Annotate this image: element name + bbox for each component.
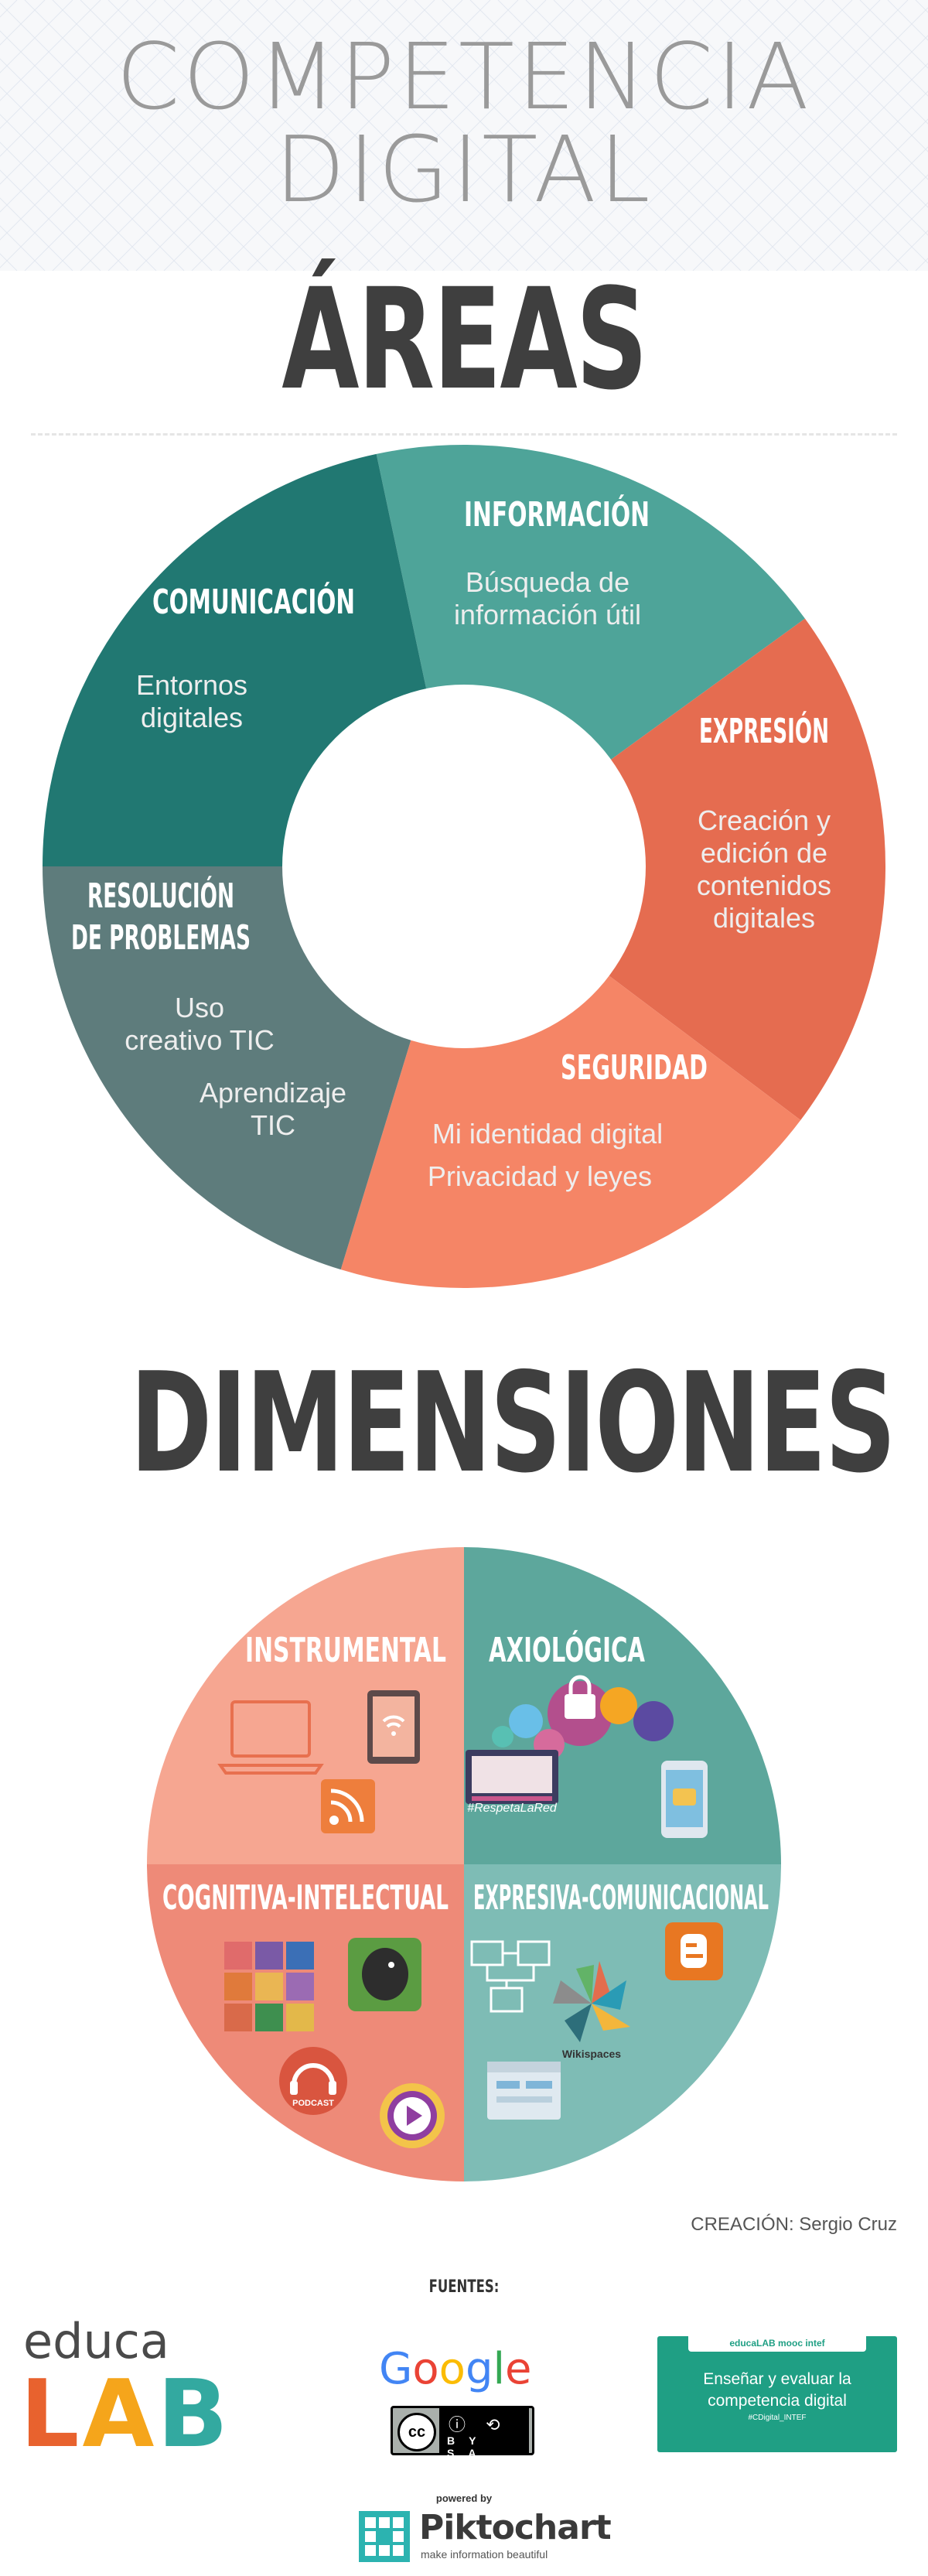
educalab-logo-lab: LAB <box>20 2361 231 2468</box>
sources-label: FUENTES: <box>428 2277 500 2297</box>
by-sa-label: BY SA <box>447 2434 490 2459</box>
area-body-comunicacion-1: Entornos <box>136 669 247 701</box>
area-body-expresion-4: digitales <box>713 902 815 934</box>
page-title-line1: COMPETENCIA <box>116 23 812 130</box>
area-body-comunicacion-2: digitales <box>141 702 243 733</box>
office-apps-icon <box>224 1942 314 2031</box>
google-logo[interactable]: Google <box>379 2344 532 2394</box>
tablet-wifi-icon <box>367 1690 420 1764</box>
thumb-line2: competencia digital <box>708 2392 847 2410</box>
google-letter: e <box>505 2344 532 2394</box>
page-title-line2: DIGITAL <box>275 116 653 223</box>
powered-by-label: powered by <box>435 2492 493 2504</box>
lab-letter-a: A <box>82 2361 158 2468</box>
area-title-comunicacion: COMUNICACIÓN <box>152 581 355 622</box>
area-body-informacion-1: Búsqueda de <box>466 566 629 598</box>
rss-icon <box>321 1779 375 1833</box>
piktochart-name: Piktochart <box>419 2508 612 2547</box>
laptop-icon <box>217 1700 324 1775</box>
thumb-line1: Enseñar y evaluar la <box>703 2370 851 2388</box>
video-player-icon <box>380 2083 445 2148</box>
piktochart-icon <box>359 2511 410 2562</box>
divider <box>31 433 897 436</box>
area-body-expresion-3: contenidos <box>697 869 831 901</box>
thumb-header: educaLAB mooc intef <box>729 2338 825 2349</box>
area-body-resolucion-1: Uso <box>175 992 224 1023</box>
area-body-expresion-2: edición de <box>701 837 827 869</box>
evernote-icon <box>348 1938 421 2011</box>
network-computers-icon <box>470 1940 551 2013</box>
area-body-expresion-1: Creación y <box>698 805 831 836</box>
header-pattern <box>0 0 928 271</box>
web-browser-icon <box>487 2062 561 2120</box>
mooc-thumbnail[interactable]: educaLAB mooc intef Enseñar y evaluar la… <box>657 2336 897 2452</box>
cc-by-sa-badge[interactable]: cc ⓘ ⟲ BY SA <box>391 2406 534 2459</box>
dimensiones-circle: INSTRUMENTAL AXIOLÓGICA COGNITIVA-INTELE… <box>147 1547 781 2181</box>
smartphone-icon <box>661 1761 708 1838</box>
wikispaces-icon <box>553 1961 630 2042</box>
lab-letter-l: L <box>20 2361 83 2468</box>
educalab-logo-educa: educa <box>23 2313 169 2369</box>
respeta-la-red-label: #RespetaLaRed <box>467 1802 558 1815</box>
area-body-resolucion-2: creativo TIC <box>125 1024 274 1056</box>
area-body-informacion-2: información útil <box>454 599 641 630</box>
quadrant-instrumental <box>147 1547 464 1864</box>
piktochart-logo[interactable]: Piktochart make information beautiful <box>357 2506 612 2568</box>
social-network-icon <box>466 1675 674 1804</box>
areas-donut: INFORMACIÓN Búsqueda de información útil… <box>43 445 885 1288</box>
dimension-title-axiologica: AXIOLÓGICA <box>489 1629 645 1670</box>
piktochart-tagline: make information beautiful <box>421 2548 548 2561</box>
podcast-label: PODCAST <box>292 2099 334 2108</box>
dimension-title-cognitiva: COGNITIVA-INTELECTUAL <box>162 1878 449 1918</box>
area-title-informacion: INFORMACIÓN <box>464 494 650 535</box>
by-sa-icons: ⓘ ⟲ <box>449 2415 508 2434</box>
dimensiones-title: DIMENSIONES <box>129 1343 896 1503</box>
dimension-title-expresiva: EXPRESIVA-COMUNICACIONAL <box>473 1878 769 1918</box>
blogger-icon <box>665 1922 723 1980</box>
area-body-seguridad-1: Mi identidad digital <box>432 1118 663 1150</box>
google-letter: g <box>465 2344 493 2394</box>
google-letter: l <box>493 2344 506 2394</box>
dimension-title-instrumental: INSTRUMENTAL <box>245 1631 446 1670</box>
google-letter: o <box>412 2344 439 2394</box>
area-title-resolucion-1: RESOLUCIÓN <box>87 875 234 916</box>
area-title-expresion: EXPRESIÓN <box>699 710 829 751</box>
cc-icon: cc <box>397 2413 436 2451</box>
google-letter: o <box>438 2344 466 2394</box>
educalab-logo[interactable]: educa LAB <box>20 2313 240 2468</box>
thumb-tag: #CDigital_INTEF <box>748 2414 807 2422</box>
area-body-resolucion-4: TIC <box>251 1109 295 1141</box>
area-title-resolucion-2: DE PROBLEMAS <box>71 918 251 958</box>
area-segment-expresion <box>464 618 885 1120</box>
wikispaces-label: Wikispaces <box>562 2048 621 2060</box>
area-body-seguridad-2: Privacidad y leyes <box>428 1160 652 1192</box>
lab-letter-b: B <box>157 2361 231 2468</box>
area-body-resolucion-3: Aprendizaje <box>200 1077 346 1109</box>
podcast-icon <box>279 2047 347 2115</box>
creation-credit: CREACIÓN: Sergio Cruz <box>691 2214 897 2235</box>
areas-title: ÁREAS <box>281 259 648 421</box>
area-title-seguridad: SEGURIDAD <box>561 1048 708 1088</box>
header-band <box>0 0 928 271</box>
google-letter: G <box>379 2344 413 2394</box>
